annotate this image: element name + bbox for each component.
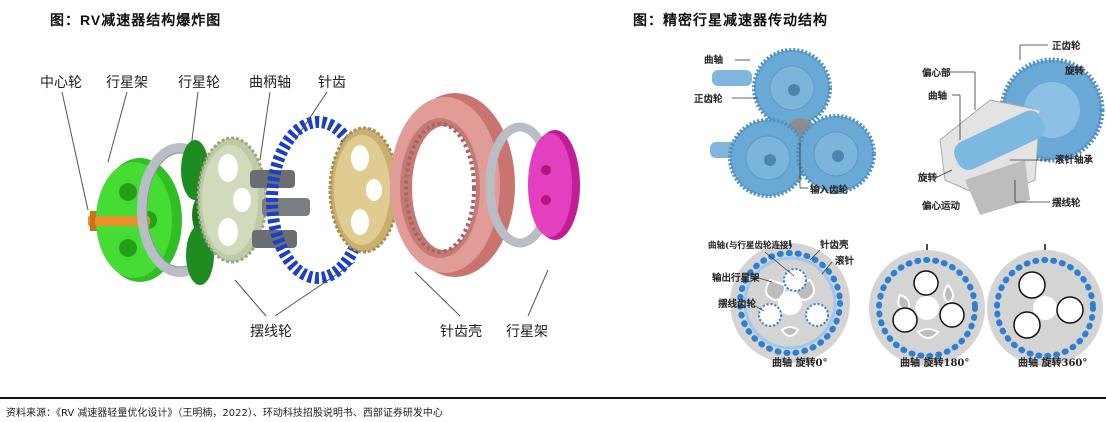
- label-cycloid-gear-bottom: 摆线齿轮: [718, 299, 757, 310]
- crankshaft-cutaway: [934, 44, 1105, 215]
- label-sun-gear: 中心轮: [40, 75, 82, 91]
- label-spur-gear-right: 正齿轮: [1052, 41, 1081, 52]
- caption-rotation-180: 曲轴 旋转180°: [900, 358, 970, 369]
- planetary-transmission-diagram: 曲轴 正齿轮 输入齿轮 正齿轮 偏心部 旋转 曲轴 滚针轴承 旋转 偏心运动 摆…: [690, 30, 1106, 380]
- title-prefix: 图：: [633, 13, 663, 29]
- label-planet-gear: 行星轮: [178, 75, 220, 91]
- label-rotation-bottom: 旋转: [918, 173, 938, 184]
- label-pin-housing-right: 针齿壳: [820, 240, 849, 251]
- label-spur-gear: 正齿轮: [694, 94, 723, 105]
- label-crankshaft: 曲轴: [704, 55, 724, 66]
- caption-rotation-360: 曲轴 旋转360°: [1018, 358, 1088, 369]
- label-crankshaft-connect: 曲轴(与行星齿轮连接): [708, 241, 793, 251]
- rotation-sequence: [730, 240, 1103, 366]
- label-eccentric-motion: 偏心运动: [922, 201, 961, 212]
- title-rest: 减速器结构爆炸图: [101, 13, 222, 29]
- label-cycloid-gear-right: 摆线轮: [1052, 198, 1081, 209]
- title-latin: RV: [80, 12, 102, 28]
- label-needle-bearing: 滚针轴承: [1055, 155, 1094, 166]
- figure-title-planetary-transmission: 图：精密行星减速器传动结构: [633, 10, 828, 30]
- title-prefix: 图：: [50, 13, 80, 29]
- label-crankshaft-right: 曲轴: [928, 91, 948, 102]
- three-gear-assembly: [710, 48, 876, 198]
- planetary-illustration: [710, 44, 1105, 366]
- label-cycloid-gear: 摆线轮: [250, 324, 292, 340]
- label-eccentric: 偏心部: [922, 68, 951, 79]
- label-planet-carrier: 行星架: [106, 75, 148, 91]
- footer-divider: [0, 397, 1106, 399]
- label-pin-housing: 针齿壳: [440, 324, 482, 340]
- label-pin-teeth: 针齿: [318, 75, 346, 91]
- source-note: 资料来源：《RV 减速器轻量优化设计》（王明楠，2022）、环动科技招股说明书、…: [6, 408, 443, 419]
- label-crankshaft: 曲柄轴: [249, 75, 291, 91]
- caption-rotation-0: 曲轴 旋转0°: [772, 358, 828, 369]
- title-rest: 精密行星减速器传动结构: [663, 13, 828, 29]
- label-output-carrier: 行星架: [506, 324, 548, 340]
- rv-exploded-diagram: 中心轮 行星架 行星轮 曲柄轴 针齿 摆线轮 针齿壳 行星架: [0, 40, 600, 390]
- label-needle: 滚针: [835, 256, 855, 267]
- figure-title-rv-exploded: 图：RV减速器结构爆炸图: [50, 10, 221, 30]
- label-rotation-top: 旋转: [1065, 66, 1085, 77]
- rv-exploded-illustration: [61, 91, 580, 317]
- label-output-carrier-right: 输出行星架: [712, 273, 760, 284]
- label-input-gear: 输入齿轮: [810, 185, 849, 196]
